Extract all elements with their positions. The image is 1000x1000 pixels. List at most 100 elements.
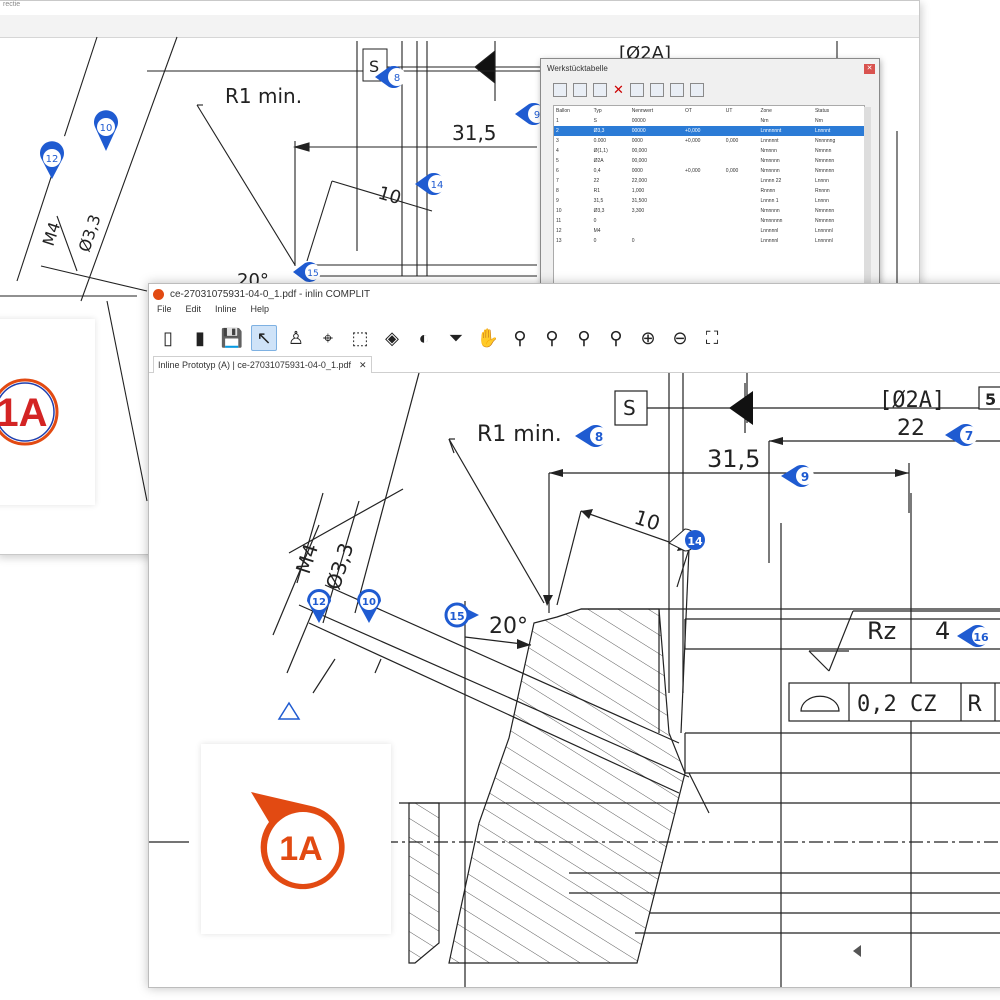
table-cell: [683, 116, 724, 126]
front-balloon-5[interactable]: 5: [978, 386, 1000, 410]
select-pointer-icon[interactable]: ↖: [251, 325, 277, 351]
dialog-tool-icon[interactable]: [649, 83, 664, 97]
document-tab-label: Inline Prototyp (A) | ce-27031075931-04-…: [158, 360, 351, 370]
front-balloon-16[interactable]: 16: [957, 625, 990, 647]
front-balloon-7[interactable]: 7: [945, 424, 978, 446]
filter-icon[interactable]: ⏷: [448, 327, 464, 348]
back-balloon-10-label: 10: [100, 123, 113, 134]
table-cell: Lnnnnnl: [760, 228, 779, 234]
front-balloon-14[interactable]: 14: [668, 528, 705, 552]
delete-icon[interactable]: ✕: [613, 82, 624, 97]
table-header-cell[interactable]: Zone: [760, 108, 772, 114]
table-cell: Lnnnn: [814, 198, 829, 204]
pan-hand-icon[interactable]: ✋: [476, 327, 500, 348]
back-balloon-9-label: 9: [534, 110, 540, 121]
front-balloon-12[interactable]: 12: [307, 589, 331, 623]
table-header-cell[interactable]: Typ: [593, 108, 602, 114]
save-icon[interactable]: 💾: [220, 327, 244, 348]
back-balloon-12[interactable]: 12: [40, 136, 74, 179]
region-icon[interactable]: ⬚: [351, 327, 369, 348]
menu-edit[interactable]: Edit: [185, 304, 202, 314]
zoom-fit-icon[interactable]: ⚲: [577, 327, 591, 348]
table-header-cell[interactable]: Ballon: [556, 108, 570, 114]
dialog-tool-icon[interactable]: [593, 83, 607, 97]
table-cell: Nrnnnnn: [814, 218, 835, 224]
table-cell: Nrn: [760, 118, 769, 124]
dialog-tool-icon[interactable]: [669, 83, 684, 97]
zoom-area-icon[interactable]: ⚲: [609, 327, 623, 348]
table-header-cell[interactable]: OT: [685, 108, 692, 114]
table-cell: R1: [593, 188, 600, 194]
table-header-cell[interactable]: Status: [814, 108, 830, 114]
table-cell: +0,000: [685, 168, 701, 174]
front-balloon-9[interactable]: 9: [781, 465, 814, 487]
table-cell: [630, 216, 683, 226]
zoom-out-icon[interactable]: ⚲: [545, 327, 559, 348]
table-cell: [724, 116, 759, 126]
front-s-box: S: [623, 396, 636, 420]
zoom-out-minus-icon[interactable]: ⊖: [672, 327, 688, 348]
compare-icon[interactable]: ◐: [418, 327, 430, 348]
front-balloon-15[interactable]: 15: [444, 602, 479, 628]
dialog-title: Werkstücktabelle: [547, 64, 608, 73]
table-cell: 0000: [631, 168, 643, 174]
document-tab[interactable]: Inline Prototyp (A) | ce-27031075931-04-…: [153, 356, 372, 373]
front-d22-label: 22: [897, 416, 925, 441]
table-header-cell[interactable]: Nennwert: [631, 108, 654, 114]
menu-file[interactable]: File: [157, 304, 172, 314]
layers-icon[interactable]: ◈: [385, 327, 399, 348]
table-cell: [683, 206, 724, 216]
dialog-tool-icon[interactable]: [553, 83, 567, 97]
front-balloon-8-label: 8: [595, 430, 603, 444]
tab-close-icon[interactable]: ✕: [358, 359, 367, 370]
table-cell: Nrnnnnn: [760, 168, 780, 174]
table-cell: Lnnnnt: [812, 126, 864, 136]
stamp-icon[interactable]: ♙: [287, 327, 305, 348]
table-cell: Nrnnnnn: [814, 168, 835, 174]
back-d10-label: 10: [376, 183, 404, 210]
fcf-value: 0,2 CZ: [857, 692, 936, 717]
table-cell: 10: [556, 208, 562, 214]
table-scrollbar[interactable]: [864, 107, 871, 283]
zoom-icon[interactable]: ⚲: [513, 327, 527, 348]
dialog-tool-icon[interactable]: [573, 83, 587, 97]
back-balloon-8[interactable]: 8: [375, 65, 406, 88]
import-icon[interactable]: ▮: [195, 327, 205, 348]
front-balloon-10[interactable]: 10: [357, 589, 381, 623]
zoom-extents-icon[interactable]: ⛶: [705, 327, 719, 348]
table-cell: 0000: [631, 138, 643, 144]
table-cell: +0,000: [685, 138, 701, 144]
table-cell: Nrnnnn: [760, 148, 777, 154]
table-cell: 0,000: [725, 138, 739, 144]
table-header-cell[interactable]: UT: [725, 108, 733, 114]
back-logo-card: 1A: [0, 319, 95, 505]
front-balloon-8[interactable]: 8: [575, 425, 608, 447]
dialog-close-button[interactable]: ✕: [864, 64, 875, 74]
zoom-in-plus-icon[interactable]: ⊕: [640, 327, 656, 348]
tag-icon[interactable]: ⌖: [322, 327, 334, 348]
back-balloon-15[interactable]: 15: [293, 262, 321, 283]
menu-help[interactable]: Help: [250, 304, 270, 314]
back-balloon-10[interactable]: 10: [94, 110, 118, 151]
menu-inline[interactable]: Inline: [215, 304, 237, 314]
table-cell: Lnnnnnnt: [758, 126, 813, 136]
dialog-tool-icon[interactable]: [629, 83, 644, 97]
menu-bar: File Edit Inline Help: [149, 304, 1000, 320]
table-cell: [723, 126, 759, 136]
dialog-tool-icon[interactable]: [689, 83, 704, 97]
new-document-icon[interactable]: ▯: [163, 327, 173, 348]
back-balloon-14[interactable]: 14: [415, 173, 446, 195]
